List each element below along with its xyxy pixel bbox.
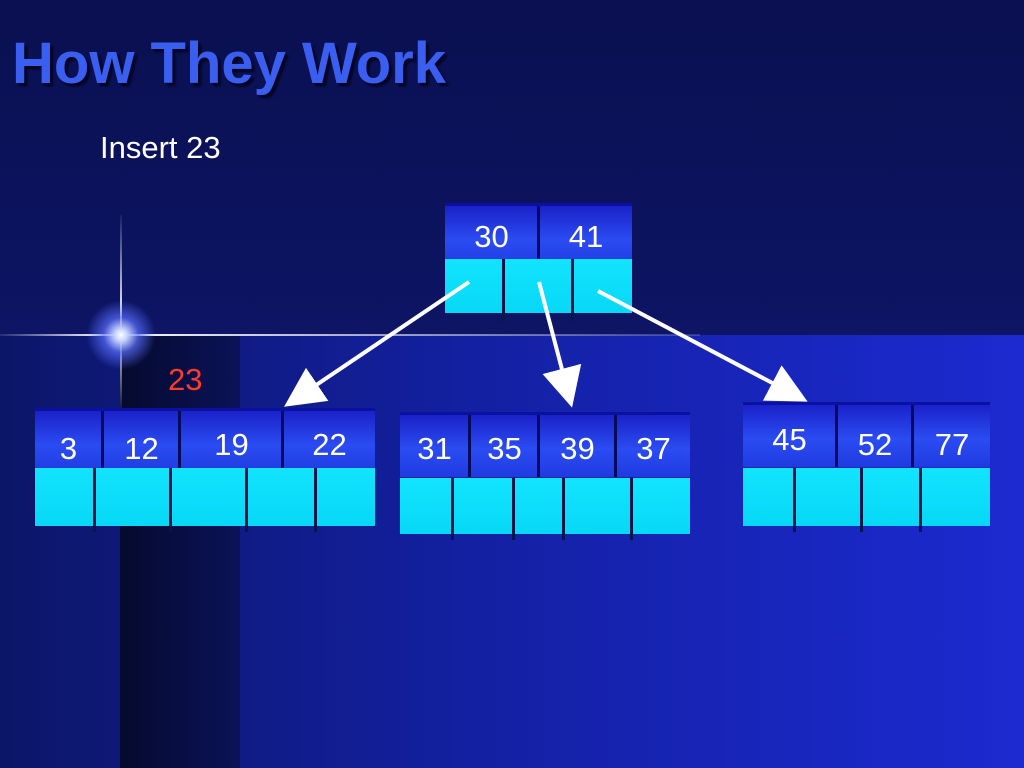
pointer-divider [93,468,96,532]
child-2-key: 31 [417,431,452,466]
pointer-divider [451,478,454,540]
key-divider [101,411,104,473]
arrow-to-child-2 [537,281,582,408]
arrow-to-child-3 [597,289,808,402]
child-3-key: 52 [857,427,893,462]
lens-flare-icon [86,300,156,370]
slide-title: How They Work [12,31,446,96]
slide-subtitle: Insert 23 [100,130,221,165]
root-node: 30 41 [445,203,632,321]
child-1-key: 22 [312,427,347,462]
child-3-key: 77 [934,427,970,462]
child-node-1: 3 12 19 22 [35,408,375,532]
child-2-key-row: 31 35 39 37 [400,412,690,477]
key-divider [281,411,284,473]
pointer-divider [562,478,565,540]
pointer-divider [630,478,633,540]
root-key-row: 30 41 [445,203,632,268]
inserted-key: 23 [168,362,203,397]
key-divider [178,411,181,473]
child-2-pointer-row [400,478,690,540]
pointer-divider [245,468,248,532]
child-node-2: 31 35 39 37 [400,412,690,540]
pointer-divider [169,468,172,532]
child-3-key: 45 [772,422,807,457]
child-3-key-row: 45 52 77 [743,402,990,467]
pointer-divider [793,468,796,532]
child-1-key: 12 [124,431,159,466]
child-1-key: 3 [59,431,78,466]
child-node-3: 45 52 77 [743,402,990,532]
pointer-divider [314,468,317,532]
root-key: 30 [474,219,509,254]
key-divider [614,415,617,477]
background-column [120,335,240,768]
pointer-divider [571,259,574,321]
key-divider [468,415,471,477]
child-3-pointer-row [743,468,990,532]
key-divider [537,415,540,477]
child-1-key: 19 [214,427,249,462]
key-divider [911,405,914,467]
light-streak-horizontal [0,334,700,336]
child-1-pointer-row [35,468,375,532]
child-2-key: 35 [487,431,522,466]
pointer-divider [512,478,515,540]
key-divider [835,405,838,467]
root-key: 41 [568,219,604,254]
pointer-divider [919,468,922,532]
child-1-key-row: 3 12 19 22 [35,408,375,473]
key-divider [537,206,540,268]
child-2-key: 37 [636,431,671,466]
pointer-divider [860,468,863,532]
child-2-key: 39 [560,431,595,466]
pointer-divider [502,259,505,321]
arrow-to-child-1 [284,280,471,407]
